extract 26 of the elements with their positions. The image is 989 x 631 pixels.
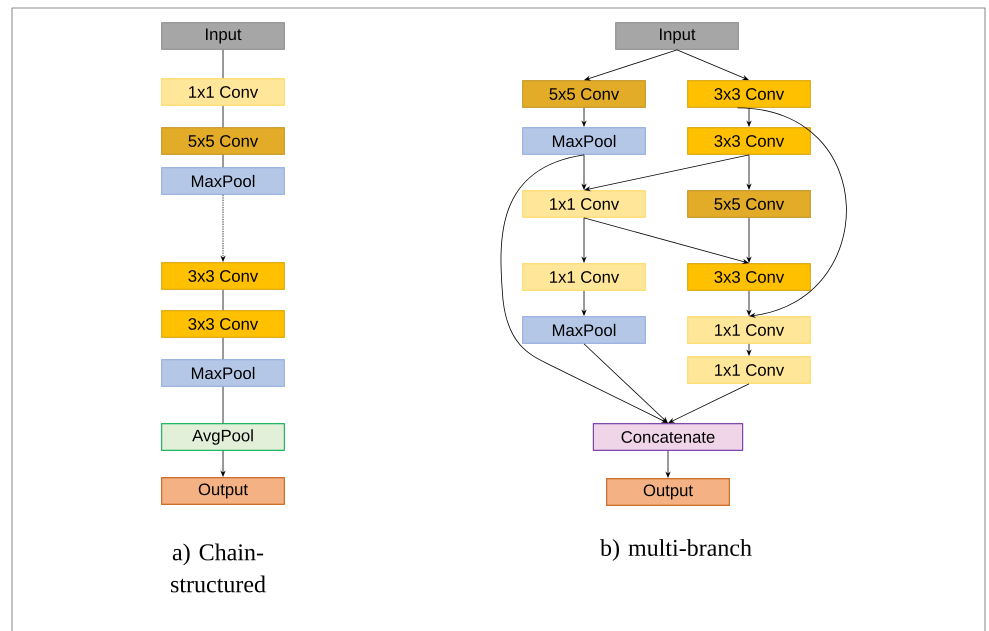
input-box: Input [615,22,739,50]
conv-box: 5x5 Conv [161,127,285,155]
caption: b) multi-branch [600,539,752,561]
pooling-box: MaxPool [522,127,646,155]
conv-box: 1x1 Conv [161,78,285,106]
output-box: Output [161,477,285,505]
caption: a) Chain-structured [171,544,266,592]
conv-box: 5x5 Conv [522,80,646,108]
conv-box: 3x3 Conv [687,127,811,155]
arrow [737,107,847,318]
conv-box: 3x3 Conv [687,80,811,108]
conv-box: 3x3 Conv [161,310,285,338]
pooling-box: MaxPool [522,316,646,344]
conv-box: 1x1 Conv [522,190,646,218]
conv-box: 1x1 Conv [522,263,646,291]
conv-box: 5x5 Conv [687,190,811,218]
conv-box: 1x1 Conv [687,316,811,344]
concatenate-box: Concatenate [592,423,744,451]
conv-box: 1x1 Conv [687,356,811,384]
conv-box: 3x3 Conv [161,262,285,290]
pooling-box: MaxPool [161,167,285,195]
pooling-box: MaxPool [161,359,285,387]
output-box: Output [606,478,730,506]
pooling-box: AvgPool [161,423,285,451]
conv-box: 3x3 Conv [687,263,811,291]
input-box: Input [161,22,285,50]
